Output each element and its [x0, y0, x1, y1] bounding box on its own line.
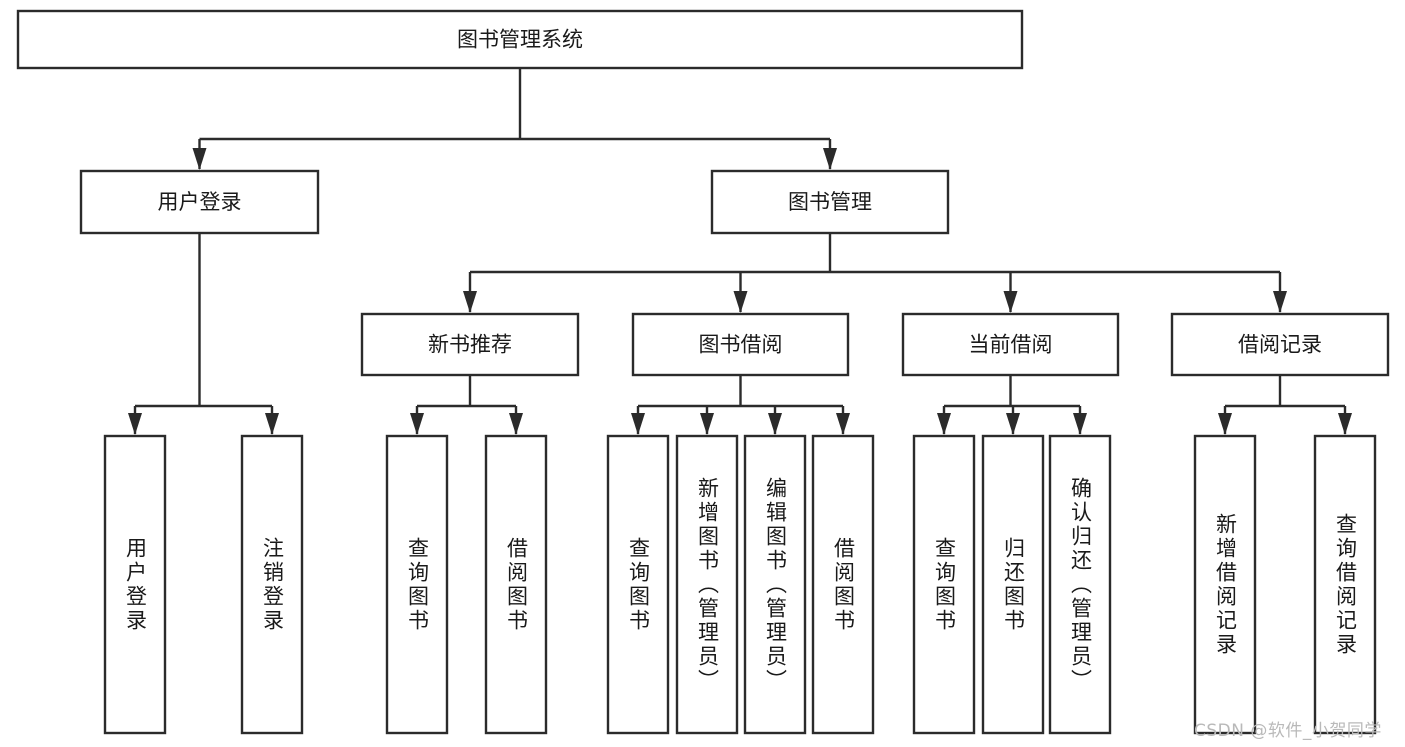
- arrowhead-leaf-edit-book: [768, 413, 782, 435]
- arrowhead-leaf-user-login: [128, 413, 142, 435]
- arrowhead-leaf-borrow-book-2: [836, 413, 850, 435]
- label-book-borrow: 图书借阅: [699, 333, 783, 357]
- label-current-borrow: 当前借阅: [969, 333, 1053, 357]
- label-user-login: 用户登录: [158, 190, 242, 214]
- arrowhead-leaf-logout: [265, 413, 279, 435]
- edges-layer: [128, 68, 1352, 435]
- arrowhead-new-book-rec: [463, 291, 477, 313]
- label-new-book-rec: 新书推荐: [428, 333, 512, 357]
- node-book-borrow[interactable]: [631, 312, 850, 377]
- node-leaf-return-book[interactable]: [981, 434, 1045, 735]
- node-leaf-logout[interactable]: [240, 434, 304, 735]
- label-borrow-record: 借阅记录: [1238, 333, 1322, 357]
- arrowhead-current-borrow: [1003, 291, 1018, 313]
- node-borrow-record[interactable]: [1170, 312, 1390, 377]
- node-leaf-query-book-1[interactable]: [385, 434, 449, 735]
- arrowhead-leaf-query-book-1: [410, 413, 424, 435]
- node-current-borrow[interactable]: [901, 312, 1120, 377]
- watermark-text: CSDN @软件_小贺同学: [1194, 721, 1382, 741]
- node-user-login[interactable]: [79, 169, 320, 235]
- node-leaf-borrow-book-1[interactable]: [484, 434, 548, 735]
- node-leaf-confirm-return[interactable]: [1048, 434, 1112, 735]
- node-leaf-borrow-book-2[interactable]: [811, 434, 875, 735]
- arrowhead-leaf-confirm-return: [1073, 413, 1087, 435]
- node-leaf-user-login[interactable]: [103, 434, 167, 735]
- arrowhead-borrow-record: [1273, 291, 1287, 313]
- arrowhead-leaf-add-record: [1218, 413, 1232, 435]
- arrowhead-book-borrow: [733, 291, 748, 313]
- node-leaf-query-book-2[interactable]: [606, 434, 670, 735]
- node-root[interactable]: [16, 9, 1024, 70]
- node-leaf-query-record[interactable]: [1313, 434, 1377, 735]
- node-leaf-add-record[interactable]: [1193, 434, 1257, 735]
- node-book-manage[interactable]: [710, 169, 950, 235]
- arrowhead-leaf-add-book: [700, 413, 714, 435]
- arrowhead-leaf-query-record: [1338, 413, 1352, 435]
- node-new-book-rec[interactable]: [360, 312, 580, 377]
- node-leaf-add-book[interactable]: [675, 434, 739, 735]
- arrowhead-leaf-query-book-3: [937, 413, 951, 435]
- node-leaf-query-book-3[interactable]: [912, 434, 976, 735]
- node-leaf-edit-book[interactable]: [743, 434, 807, 735]
- arrowhead-user-login: [192, 148, 207, 170]
- boxes-layer: [16, 9, 1390, 735]
- arrowhead-leaf-return-book: [1006, 413, 1020, 435]
- arrowhead-book-manage: [823, 148, 837, 170]
- label-root: 图书管理系统: [457, 28, 583, 52]
- arrowhead-leaf-borrow-book-1: [509, 413, 523, 435]
- label-book-manage: 图书管理: [788, 190, 872, 214]
- arrowhead-leaf-query-book-2: [631, 413, 645, 435]
